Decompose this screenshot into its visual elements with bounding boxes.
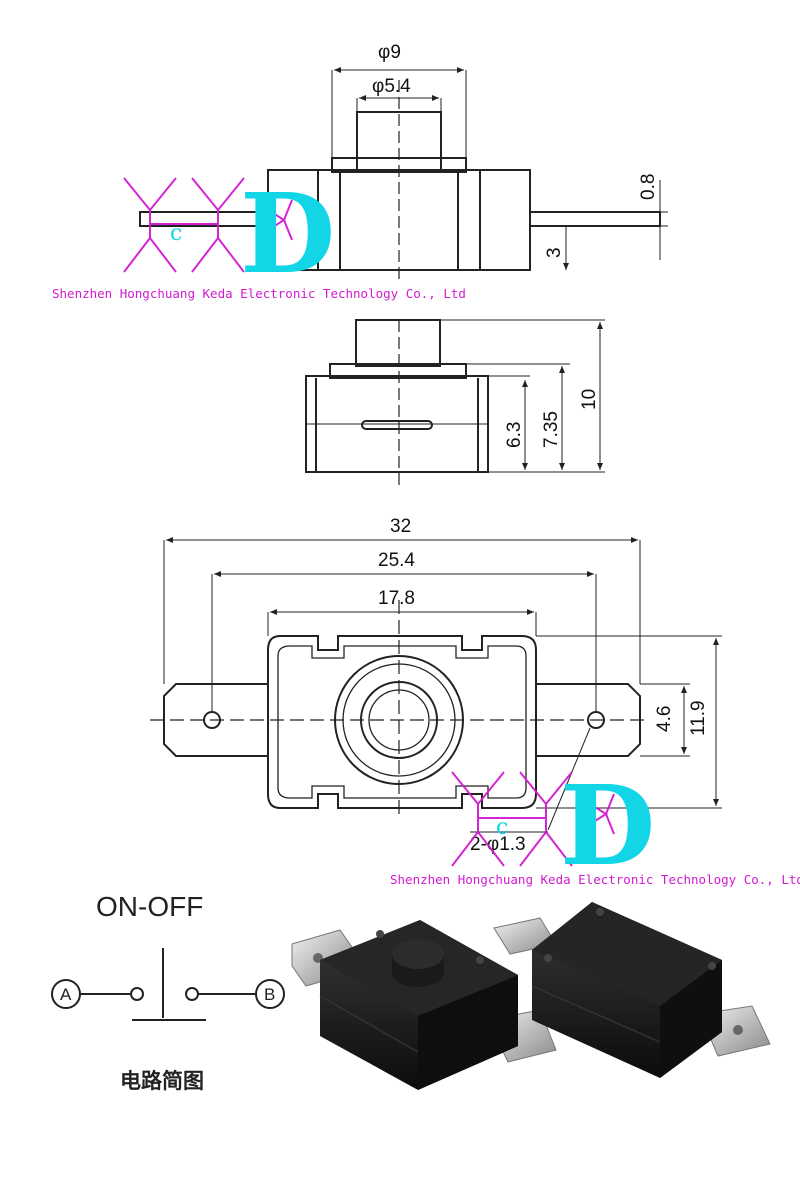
side-button <box>355 319 441 367</box>
dim-body-width: 17.8 <box>378 588 415 609</box>
dim-outer-diameter: φ9 <box>378 42 401 63</box>
watermark-logo-letter: D <box>240 169 335 298</box>
watermark-company-top: Shenzhen Hongchuang Keda Electronic Tech… <box>52 286 466 301</box>
bottom-body <box>267 635 537 809</box>
dim-body-height: 6.3 <box>504 422 525 448</box>
watermark-company-bottom: Shenzhen Hongchuang Keda Electronic Tech… <box>390 872 800 887</box>
watermark-logo-letter-c-2: c <box>496 815 508 840</box>
side-view <box>305 319 605 490</box>
dim-total-height: 10 <box>579 389 600 410</box>
watermark-logo-top <box>123 177 293 273</box>
dim-terminal-height: 3 <box>544 247 565 258</box>
dim-inner-diameter: φ5.4 <box>372 76 411 97</box>
dim-collar-height: 7.35 <box>541 411 562 448</box>
circuit-caption: 电路简图 <box>120 1069 204 1093</box>
product-photo-back <box>493 902 771 1078</box>
dim-body-depth: 11.9 <box>688 700 709 736</box>
circuit-schematic <box>51 948 285 1021</box>
top-view <box>139 67 668 282</box>
dim-terminal-pitch: 25.4 <box>378 550 415 571</box>
watermark-logo-bottom <box>451 771 615 867</box>
bottom-view <box>150 537 722 833</box>
right-terminal <box>529 211 661 227</box>
dim-overall-length: 32 <box>390 516 411 537</box>
dim-terminal-thickness: 0.8 <box>638 174 659 200</box>
left-terminal <box>139 211 269 227</box>
terminal-a-label: A <box>60 985 72 1004</box>
watermark-logo-letter-2: D <box>560 761 655 890</box>
watermark-logo-letter-c: c <box>170 221 182 246</box>
circuit-title: ON-OFF <box>96 891 203 922</box>
terminal-b-label: B <box>264 985 275 1004</box>
dim-tab-width: 4.6 <box>654 706 675 732</box>
